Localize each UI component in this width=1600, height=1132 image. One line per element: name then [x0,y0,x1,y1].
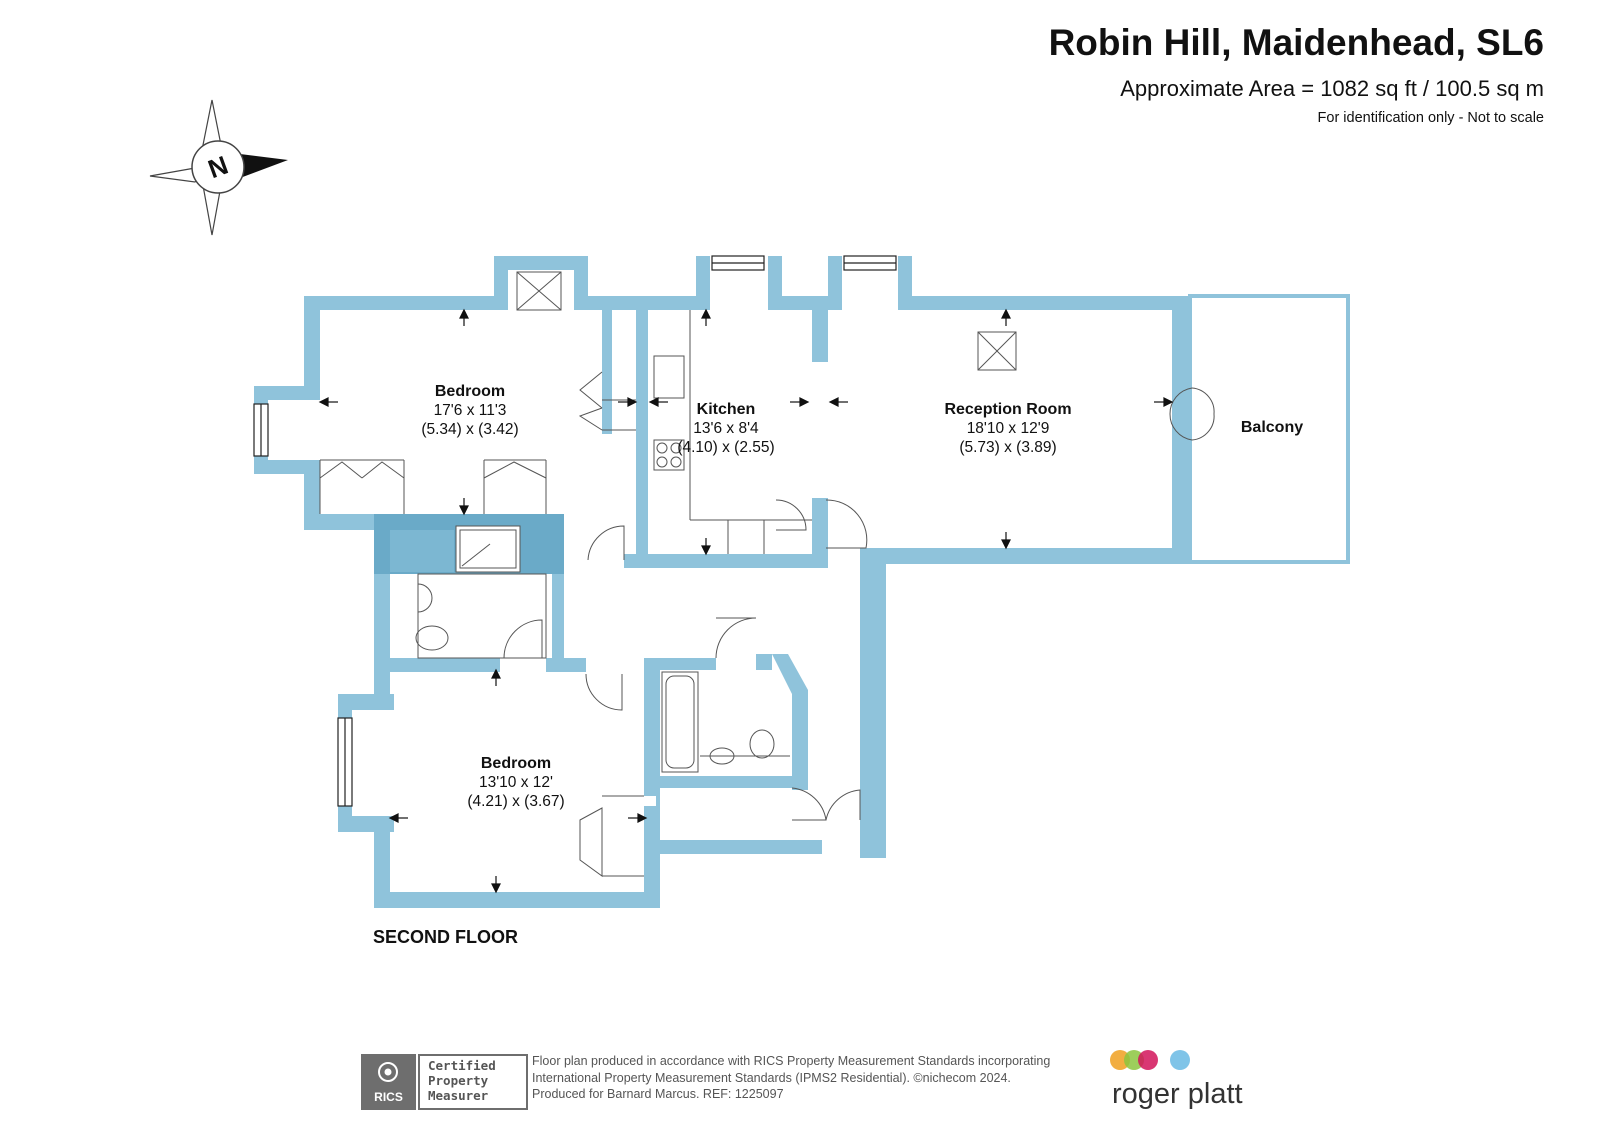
room-dimensions-imperial: 17'6 x 11'3 [434,402,507,419]
room-dimensions-imperial: 18'10 x 12'9 [967,420,1050,437]
room-dimensions-imperial: 13'10 x 12' [479,774,553,791]
room-kitchen: Kitchen 13'6 x 8'4 (4.10) x (2.55) [677,401,774,456]
walls [254,256,1188,908]
room-dimensions-metric: (5.73) x (3.89) [959,439,1056,456]
certified-measurer-label: Certified Property Measurer [418,1054,528,1110]
room-name: Bedroom [481,755,551,772]
approximate-area: Approximate Area = 1082 sq ft / 100.5 sq… [1120,76,1544,101]
room-name: Kitchen [697,401,756,418]
dimension-arrows [318,308,1174,894]
room-balcony: Balcony [1241,419,1303,436]
lion-icon [378,1062,398,1082]
room-name: Bedroom [435,383,505,400]
room-dimensions-metric: (4.21) x (3.67) [467,793,564,810]
footer-line: Produced for Barnard Marcus. REF: 122509… [532,1087,784,1101]
footer-line: International Property Measurement Stand… [532,1070,1011,1085]
disclaimer-note: For identification only - Not to scale [1317,110,1544,126]
rics-logo: RICS [361,1054,416,1110]
room-dimensions-imperial: 13'6 x 8'4 [693,420,759,437]
rics-badge: RICS Certified Property Measurer [361,1054,529,1110]
fixtures [319,271,1215,877]
brand-dot [1138,1050,1158,1070]
page-title: Robin Hill, Maidenhead, SL6 [1048,22,1544,63]
badge-line: Measurer [428,1088,489,1103]
footer-line: Floor plan produced in accordance with R… [532,1054,1051,1068]
room-name: Balcony [1241,419,1303,436]
windows [253,255,897,807]
room-reception: Reception Room 18'10 x 12'9 (5.73) x (3.… [944,401,1071,456]
compass-icon: N [149,99,288,236]
room-bedroom-1: Bedroom 17'6 x 11'3 (5.34) x (3.42) [421,383,518,438]
brand-name: roger platt [1112,1078,1243,1110]
room-dimensions-metric: (5.34) x (3.42) [421,421,518,438]
room-name: Reception Room [944,401,1071,418]
floor-label: SECOND FLOOR [373,927,519,947]
badge-line: Property [428,1073,489,1088]
balcony-outline [1188,294,1350,564]
badge-line: Certified [428,1058,496,1073]
room-dimensions-metric: (4.10) x (2.55) [677,439,774,456]
rics-logo-text: RICS [374,1090,403,1104]
room-bedroom-2: Bedroom 13'10 x 12' (4.21) x (3.67) [467,755,564,810]
footer-disclaimer: Floor plan produced in accordance with R… [532,1053,1102,1103]
brand-logo: roger platt [1110,1050,1260,1110]
brand-dot [1170,1050,1190,1070]
